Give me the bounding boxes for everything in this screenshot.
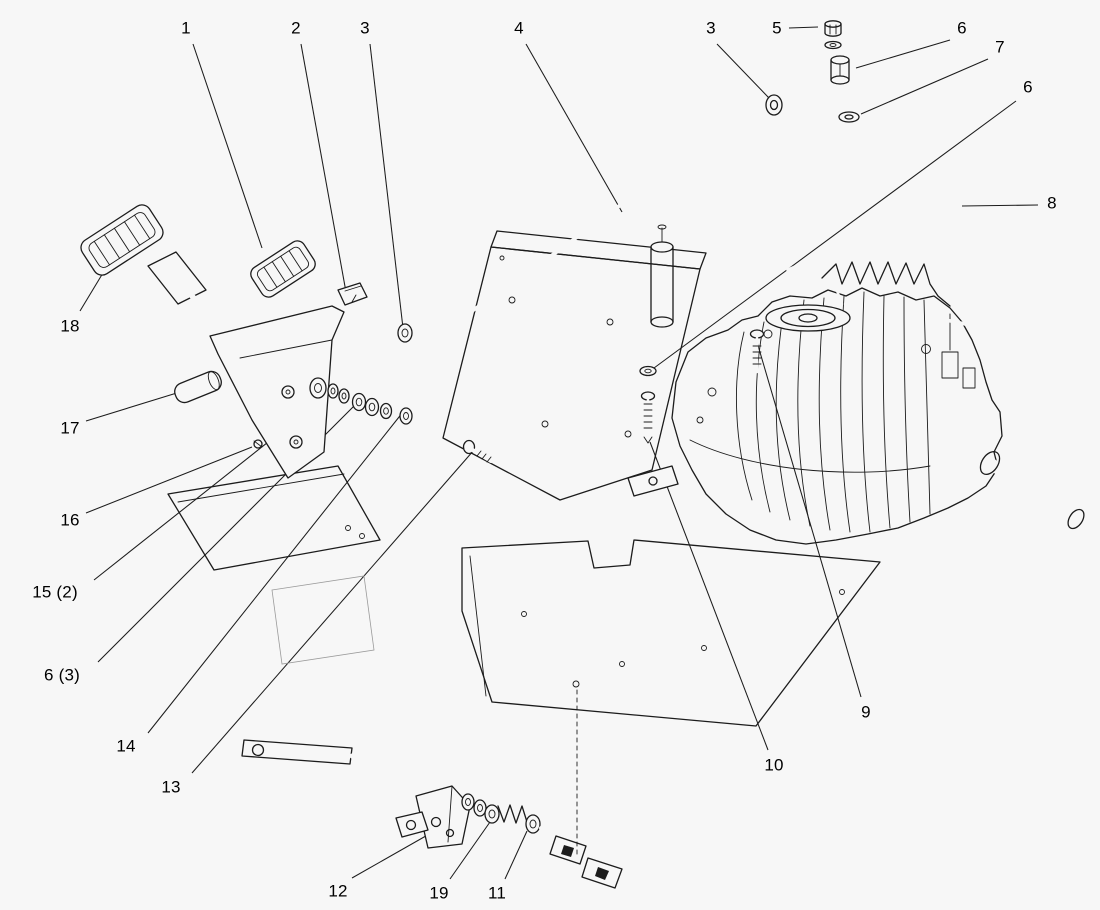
leader-line-callout-14 bbox=[147, 411, 404, 734]
leader-lines bbox=[79, 26, 1039, 880]
pivot-spacer bbox=[174, 370, 222, 404]
leader-line-callout-17 bbox=[85, 391, 181, 422]
leader-line-callout-3-right bbox=[716, 43, 770, 99]
pivot-washers bbox=[327, 323, 413, 425]
callout-3-right: 3 bbox=[706, 18, 716, 38]
callout-8: 8 bbox=[1047, 193, 1057, 213]
callout-6-top: 6 bbox=[957, 18, 967, 38]
control-arm-assembly bbox=[241, 739, 642, 889]
callout-17: 17 bbox=[60, 418, 80, 438]
callout-18: 18 bbox=[60, 316, 80, 336]
callout-16: 16 bbox=[60, 510, 80, 530]
control-rod bbox=[416, 82, 814, 350]
leader-line-callout-10 bbox=[649, 441, 769, 751]
callout-12: 12 bbox=[328, 881, 348, 901]
return-spring bbox=[821, 261, 951, 307]
rod-top-fasteners bbox=[824, 20, 860, 123]
leader-line-callout-7 bbox=[860, 58, 989, 115]
leader-line-callout-1 bbox=[192, 43, 263, 249]
leader-line-callout-19 bbox=[449, 821, 491, 880]
callout-5: 5 bbox=[772, 18, 782, 38]
callout-9: 9 bbox=[861, 702, 871, 722]
callout-7: 7 bbox=[995, 37, 1005, 57]
brake-pedal-grip bbox=[80, 204, 164, 276]
leader-line-callout-6-top bbox=[855, 39, 951, 69]
transaxle-assembly bbox=[627, 224, 1085, 545]
faint-plate-edge bbox=[271, 575, 375, 665]
leader-line-callout-11 bbox=[504, 830, 528, 880]
brake-rod bbox=[786, 188, 959, 272]
leader-line-callout-13 bbox=[191, 449, 475, 774]
clevis-link bbox=[337, 282, 368, 306]
lower-mounting-plate bbox=[461, 539, 881, 727]
transaxle-mounting-hardware bbox=[639, 329, 765, 444]
callout-3-left: 3 bbox=[360, 18, 370, 38]
callout-4: 4 bbox=[514, 18, 524, 38]
callout-14: 14 bbox=[116, 736, 136, 756]
leader-line-callout-6-mid bbox=[653, 100, 1017, 369]
leader-line-callout-8 bbox=[961, 204, 1039, 207]
callout-13: 13 bbox=[161, 777, 181, 797]
lever-grip bbox=[250, 240, 316, 298]
callout-19: 19 bbox=[429, 883, 449, 903]
callout-6-left: 6 (3) bbox=[44, 665, 80, 685]
callout-1: 1 bbox=[181, 18, 191, 38]
pivot-bolt bbox=[462, 439, 493, 463]
leader-line-callout-2 bbox=[300, 43, 347, 293]
callout-11: 11 bbox=[487, 883, 507, 903]
callout-2: 2 bbox=[291, 18, 301, 38]
flange-screw bbox=[253, 439, 263, 449]
callout-15: 15 (2) bbox=[32, 582, 78, 602]
leader-line-callout-3-left bbox=[369, 43, 404, 329]
leader-line-callout-4 bbox=[525, 43, 623, 213]
leader-line-callout-16 bbox=[85, 446, 253, 514]
left-bracket-plate bbox=[167, 465, 381, 571]
brake-lever-assembly bbox=[147, 251, 345, 479]
leader-line-callout-5 bbox=[788, 26, 819, 29]
upper-mounting-plate bbox=[442, 230, 707, 501]
callout-6-mid: 6 bbox=[1023, 77, 1033, 97]
callout-10: 10 bbox=[764, 755, 784, 775]
